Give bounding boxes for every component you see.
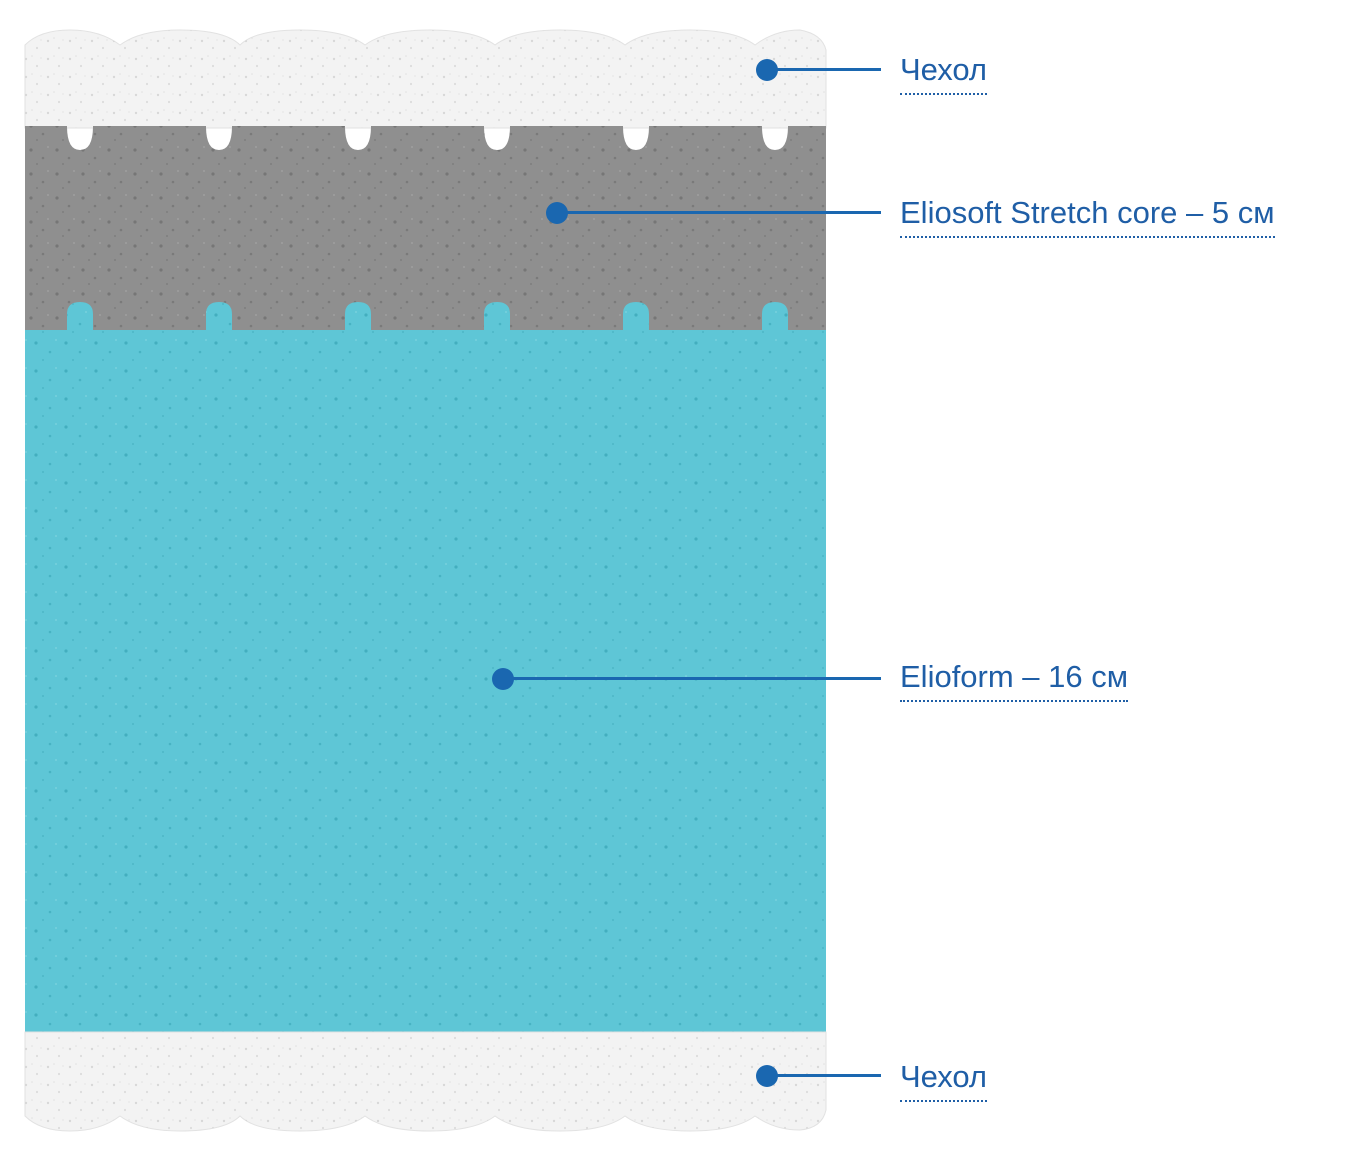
layer-stretch-core xyxy=(25,126,826,330)
callout-line xyxy=(503,677,881,680)
elioform-texture xyxy=(25,302,826,1032)
label-cover-bottom: Чехол xyxy=(900,1057,988,1102)
callout-line xyxy=(767,1074,881,1077)
callout-line xyxy=(557,211,881,214)
label-cover-top: Чехол xyxy=(900,50,988,95)
callout-line xyxy=(767,68,881,71)
layer-cover-top xyxy=(24,29,827,129)
stretch-core-texture xyxy=(25,126,826,330)
cover-top-texture xyxy=(25,30,826,128)
label-elioform: Elioform – 16 см xyxy=(900,657,1129,702)
label-stretch-core: Eliosoft Stretch core – 5 см xyxy=(900,193,1275,238)
cover-bottom-texture xyxy=(25,1032,826,1131)
layer-elioform xyxy=(25,302,826,1032)
layer-cover-bottom xyxy=(24,1031,827,1132)
